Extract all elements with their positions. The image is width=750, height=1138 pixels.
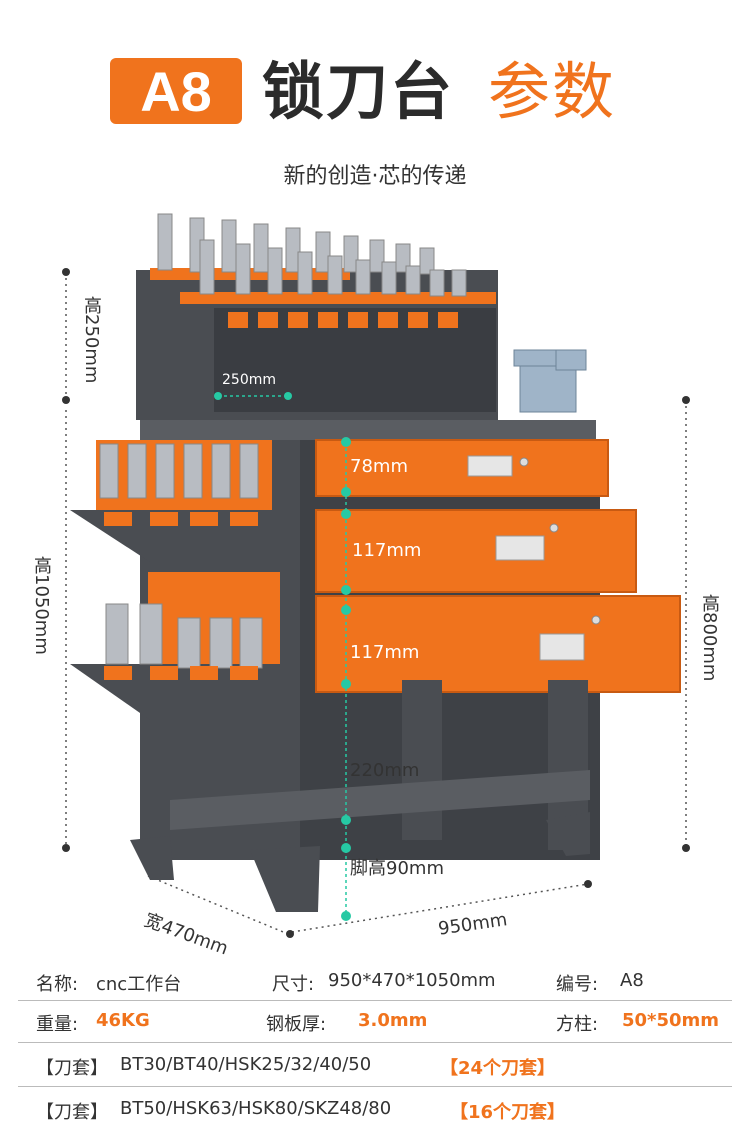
weight-value: 46KG [96,1010,150,1031]
holder-count-2: 【16个刀套】 [450,1102,566,1123]
dim-total-height: 高1050mm [31,556,52,655]
column-value: 50*50mm [622,1010,720,1031]
spec-row-2: 重量: 46KG 钢板厚: 3.0mm 方柱: 50*50mm [0,1010,750,1050]
thickness-value: 3.0mm [358,1010,428,1031]
separator-1 [18,1000,732,1001]
header: A8 锁刀台 参数 [0,52,750,132]
side-tool-holders [99,443,263,669]
name-value: cnc工作台 [96,974,182,995]
measure-lines [218,395,347,916]
dim-top-width: 250mm [222,372,276,388]
name-label: 名称: [36,974,79,995]
foot-left [130,836,174,880]
holder-prefix-1: 【刀套】 [36,1058,108,1079]
code-label: 编号: [556,974,599,995]
weight-label: 重量: [36,1014,79,1035]
holder-models-1: BT30/BT40/HSK25/32/40/50 [120,1054,372,1075]
dim-drawer-2: 117mm [352,540,422,561]
dim-drawer-3: 117mm [350,642,420,663]
top-holder-strip-2 [180,292,496,304]
spec-row-4: 【刀套】 BT50/HSK63/HSK80/SKZ48/80 【16个刀套】 [0,1098,750,1138]
thickness-label: 钢板厚: [266,1014,327,1035]
drawer-3 [315,595,681,693]
separator-2 [18,1042,732,1043]
product-illustration: 250mm 高250mm 高1050mm 高800mm 78mm 117mm 1… [0,200,750,960]
bottom-shelf [170,770,590,830]
model-badge: A8 [110,58,242,124]
dimension-lines [65,272,687,935]
title-accent: 参数 [488,55,617,128]
holder-prefix-2: 【刀套】 [36,1102,108,1123]
dim-top-height: 高250mm [81,296,102,384]
size-value: 950*470*1050mm [328,970,496,991]
drawer-1 [315,439,609,497]
side-rack-sockets [104,512,258,680]
drawer-2 [315,509,637,593]
code-value: A8 [620,970,644,991]
dim-leg-height: 高800mm [699,594,720,682]
tool-cart-drawing [62,213,690,938]
holder-count-1: 【24个刀套】 [440,1058,556,1079]
subtitle: 新的创造·芯的传递 [283,164,467,189]
tool-vise [513,349,587,413]
top-tool-sockets [228,312,458,328]
dim-foot-height: 脚高90mm [350,858,444,879]
spec-row-3: 【刀套】 BT30/BT40/HSK25/32/40/50 【24个刀套】 [0,1054,750,1094]
dimension-dots [62,268,690,938]
title-main: 锁刀台 [262,55,455,128]
foot-right [546,812,590,856]
leg-back-right [402,680,442,840]
holder-models-2: BT50/HSK63/HSK80/SKZ48/80 [120,1098,392,1119]
spec-row-1: 名称: cnc工作台 尺寸: 950*470*1050mm 编号: A8 [0,970,750,1010]
cabinet-top-plate [140,420,596,440]
separator-3 [18,1086,732,1087]
top-tool-holders [157,213,467,297]
dim-drawer-1: 78mm [350,456,408,477]
size-label: 尺寸: [272,974,315,995]
column-label: 方柱: [556,1014,599,1035]
foot-front [250,846,320,912]
dim-bottom-gap: 220mm [350,760,420,781]
